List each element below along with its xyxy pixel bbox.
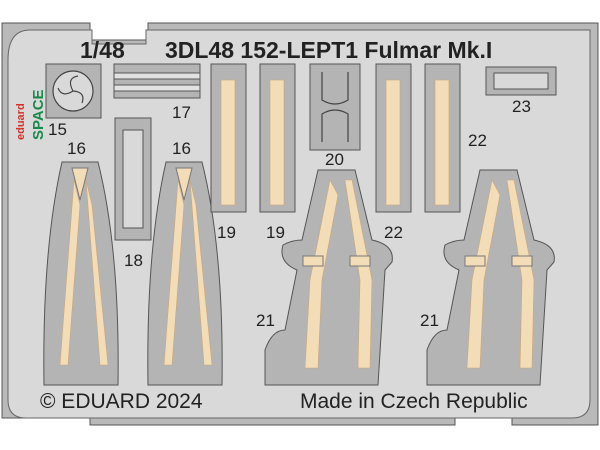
part-16-right	[147, 161, 223, 386]
part-17	[113, 63, 201, 99]
copyright-text: © EDUARD 2024	[40, 390, 203, 413]
label-17: 17	[172, 103, 191, 122]
part-15	[45, 63, 102, 119]
label-19-b: 19	[266, 223, 285, 242]
part-18	[114, 117, 152, 241]
label-16-right: 16	[172, 139, 191, 158]
eduard-space-logo: eduard SPACE	[15, 89, 47, 140]
label-22-a: 22	[384, 223, 403, 242]
product-code-title: 3DL48 152-LEPT1 Fulmar Mk.I	[165, 37, 492, 63]
label-18: 18	[124, 251, 143, 270]
part-19-a	[210, 63, 247, 213]
part-16-left	[43, 161, 119, 386]
logo-brand: eduard	[15, 103, 27, 140]
part-19-b	[259, 63, 296, 213]
label-16-left: 16	[67, 139, 86, 158]
label-21-left: 21	[256, 311, 275, 330]
part-22-a	[375, 63, 412, 213]
logo-series: SPACE	[30, 89, 47, 140]
label-22-b: 22	[468, 131, 487, 150]
label-20: 20	[325, 150, 344, 169]
part-21-left	[264, 169, 393, 386]
part-20	[309, 63, 361, 151]
label-21-right: 21	[420, 311, 439, 330]
label-23: 23	[512, 97, 531, 116]
label-19-a: 19	[217, 223, 236, 242]
scale-label: 1/48	[80, 37, 125, 63]
part-21-right	[426, 169, 555, 386]
origin-text: Made in Czech Republic	[300, 390, 528, 413]
part-22-b	[424, 63, 461, 213]
label-15: 15	[48, 120, 67, 139]
part-23	[485, 66, 557, 96]
